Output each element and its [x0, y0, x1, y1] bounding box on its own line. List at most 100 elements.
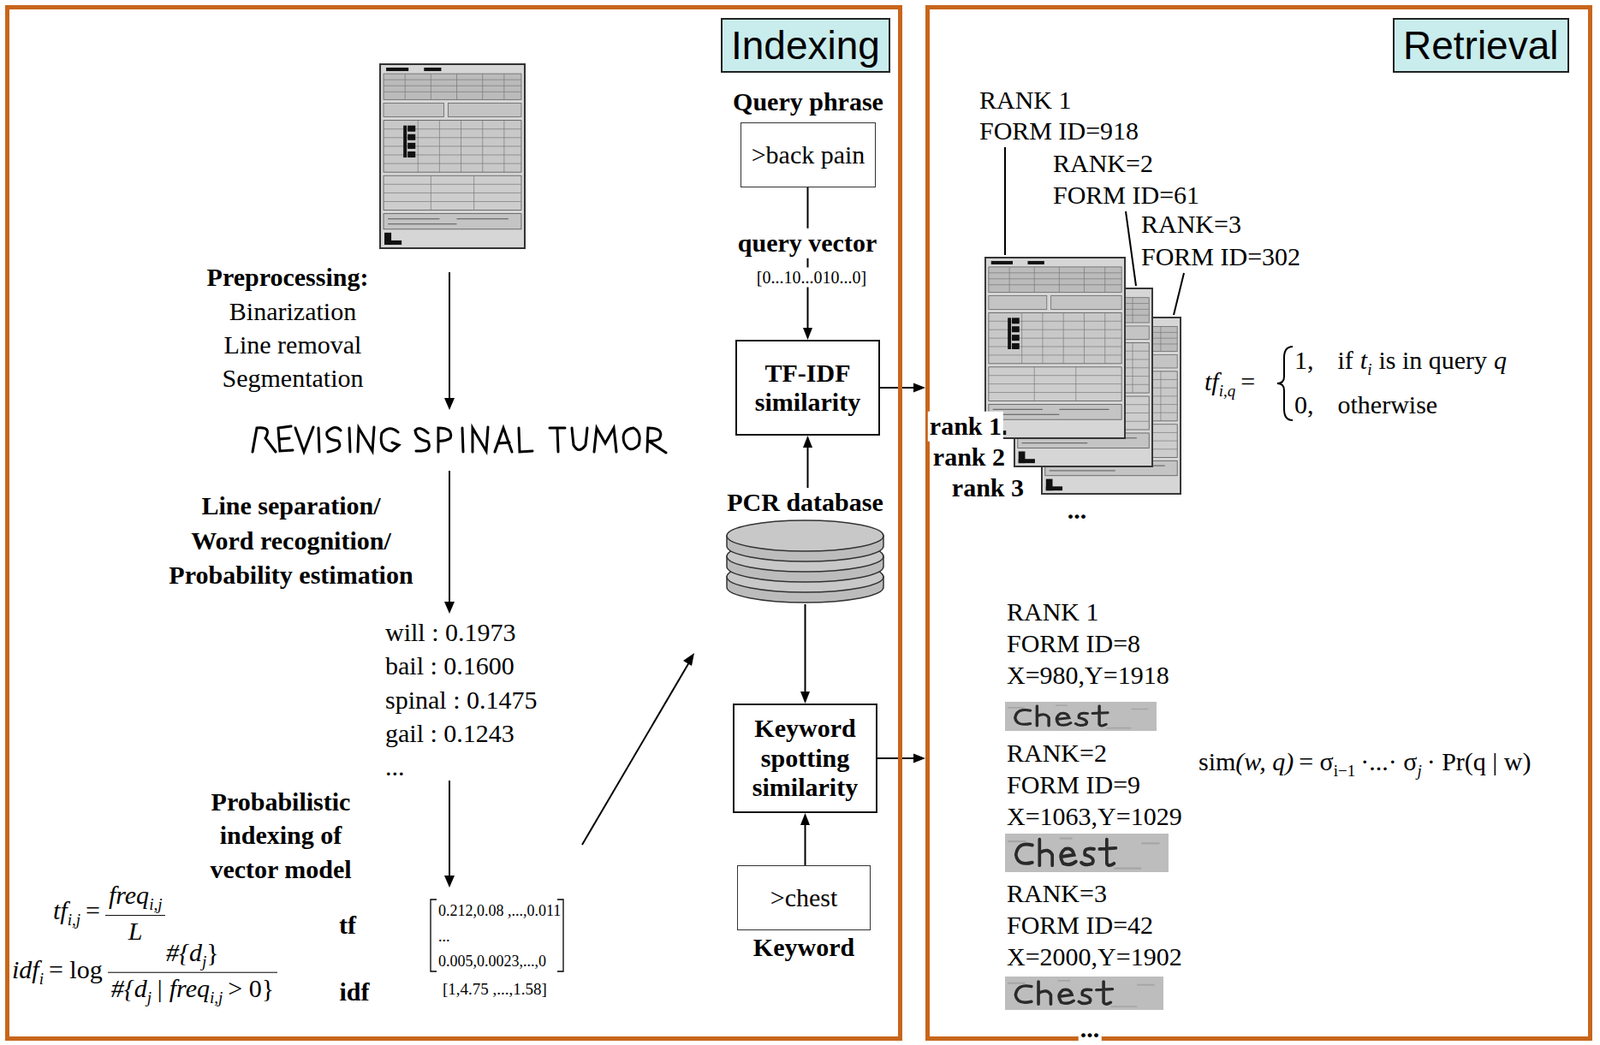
connector: [880, 383, 926, 393]
formula-term: i,q: [1219, 381, 1237, 400]
text-label: FORM ID=302: [1139, 242, 1303, 273]
handwriting-image: [252, 426, 667, 453]
formula-term: L: [128, 916, 143, 946]
input-box: >chest: [737, 865, 871, 931]
cylinder-shape: [724, 518, 887, 605]
connector: [802, 435, 813, 488]
text-label: FORM ID=918: [977, 116, 1141, 147]
formula-term: i: [39, 969, 44, 988]
formula-term: j: [147, 988, 152, 1007]
drawing-part: [582, 662, 690, 845]
form-image: [985, 257, 1125, 439]
fraction: #{dj}#{dj| freqi,j> 0}: [107, 937, 278, 1009]
connector: [800, 813, 810, 866]
formula-term: sim: [1198, 747, 1236, 776]
text-label: spinal : 0.1475: [383, 685, 540, 716]
text-label: Word recognition/: [189, 526, 393, 557]
formula: tfi,q=: [1204, 366, 1256, 402]
flow-arrow: [444, 272, 695, 888]
formula-term: is in query: [1378, 344, 1487, 376]
text-label: 0.212,0.08 ,...,0.011: [436, 902, 563, 921]
box-text: >chest: [770, 883, 839, 913]
text-label: [1,4.75 ,...,1.58]: [440, 980, 549, 1000]
formula-term: i,j: [67, 910, 81, 929]
text-label: Probability estimation: [166, 560, 415, 591]
drawing-part: [444, 875, 455, 888]
formula: 0,otherwise: [1294, 389, 1438, 421]
text-label: Line removal: [222, 330, 364, 361]
formula-term: = σ: [1298, 746, 1334, 778]
text-label: tf: [337, 910, 358, 941]
text-label: 0.005,0.0023,...,0: [436, 952, 548, 971]
drawing-part: [448, 272, 451, 399]
text-label: RANK=3: [1005, 879, 1109, 910]
formula-term: otherwise: [1338, 389, 1439, 421]
formula-term: i: [1367, 360, 1372, 379]
formula-term: #{d: [111, 974, 148, 1003]
drawing-part: [448, 470, 451, 603]
formula-term: tf: [53, 896, 68, 925]
box-text: TF-IDF similarity: [743, 358, 872, 418]
connector-line: [880, 386, 916, 389]
text-label: FORM ID=61: [1051, 180, 1202, 211]
text-label: ...: [436, 927, 453, 946]
formula-term: (w, q): [1235, 747, 1294, 776]
text-label: X=2000,Y=1902: [1005, 942, 1184, 973]
drawing-part: [448, 780, 451, 877]
text-label: indexing of: [218, 820, 345, 851]
text-label: Line separation/: [199, 491, 382, 522]
process-node: Keyword spotting similarity: [732, 703, 878, 814]
text-label: vector model: [208, 855, 353, 886]
formula-term: =: [1240, 366, 1256, 398]
form-image: [380, 64, 525, 249]
formula-term: q: [1493, 344, 1507, 376]
process-node: Query phrase>back pain: [727, 87, 889, 188]
text-label: gail : 0.1243: [383, 719, 517, 750]
connector: [802, 187, 813, 340]
text-label: RANK 1: [1005, 597, 1101, 628]
fraction: freqi,jL: [105, 880, 167, 947]
word-image: [1005, 701, 1157, 732]
matrix-bracket: [430, 899, 564, 972]
text-label: Preprocessing:: [205, 262, 371, 293]
formula-term: #{d: [166, 938, 203, 967]
text-label: rank 3: [950, 473, 1026, 504]
text-label: idf: [337, 977, 371, 1008]
panel-title: Retrieval: [1392, 17, 1570, 73]
drawing-part: [444, 601, 455, 614]
text-label: FORM ID=9: [1005, 770, 1143, 801]
text-label: RANK 1: [977, 85, 1074, 116]
formula-term: i,j: [209, 988, 223, 1007]
formula-term: =: [85, 895, 101, 927]
formula: sim(w, q)= σi−1·...· σj· Pr(q | w): [1198, 746, 1531, 782]
box-heading: PCR database: [724, 487, 887, 518]
arrow-head: [800, 813, 810, 826]
arrow-head: [913, 754, 926, 764]
panel-title: Indexing: [720, 17, 891, 73]
text-label: Binarization: [227, 297, 358, 328]
database-node: PCR database: [724, 487, 887, 605]
formula: 1,iftiis in queryq: [1294, 344, 1507, 381]
formula-term: ·...· σ: [1360, 746, 1417, 778]
text-label: rank 2: [931, 442, 1007, 473]
formula-term: > 0}: [227, 973, 274, 1005]
text-label: rank 1: [927, 411, 1004, 442]
text-label: bail : 0.1600: [383, 651, 517, 682]
formula-term: tf: [1204, 367, 1220, 396]
formula-term: = log: [48, 954, 103, 986]
formula: idfi= log#{dj}#{dj| freqi,j> 0}: [11, 937, 278, 1009]
formula-term: | freq: [155, 973, 210, 1005]
box-heading: Keyword: [730, 933, 878, 963]
box-text: >back pain: [751, 140, 866, 170]
arrow-head: [802, 435, 813, 448]
drawing-part: [444, 398, 455, 411]
arrow-head: [800, 691, 810, 704]
process-node: TF-IDF similarity: [735, 339, 881, 436]
word-image: [1005, 833, 1169, 873]
text-label: Probabilistic: [209, 787, 353, 818]
text-label: X=1063,Y=1029: [1005, 802, 1184, 833]
text-label: FORM ID=8: [1005, 629, 1143, 660]
connector: [800, 604, 810, 704]
fraction-row: freqi,j: [105, 880, 167, 916]
